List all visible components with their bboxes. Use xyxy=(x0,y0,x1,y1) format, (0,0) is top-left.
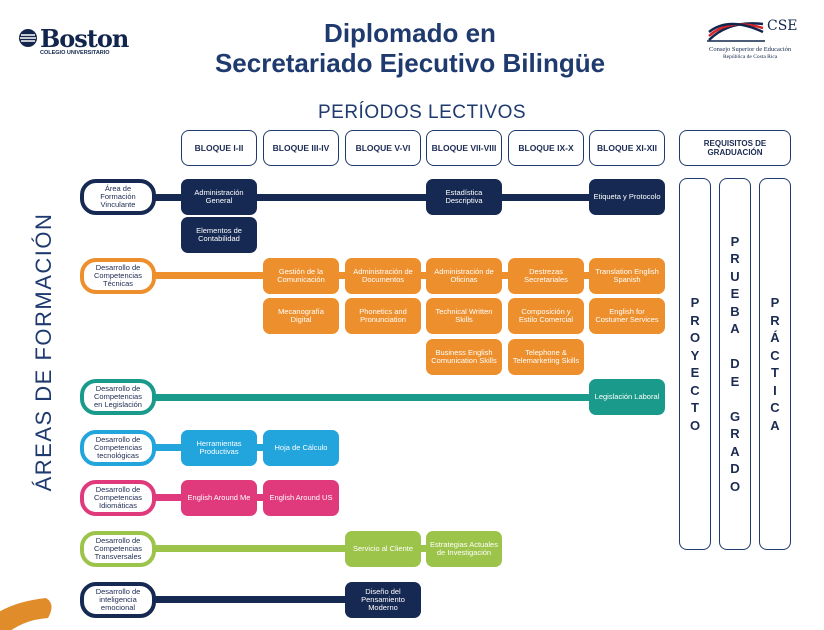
block-header: BLOQUE V-VI xyxy=(345,130,421,166)
requirement-letter: T xyxy=(691,400,699,415)
requirement-letter: E xyxy=(730,373,740,389)
area-label: Desarrollo de Competencias Idiomáticas xyxy=(80,480,156,516)
requirement-letter: A xyxy=(770,417,780,433)
block-header: BLOQUE IX-X xyxy=(508,130,584,166)
course-box: Diseño del Pensamiento Moderno xyxy=(345,582,421,618)
course-box: Technical Written Skills xyxy=(426,298,502,334)
block-header: BLOQUE I-II xyxy=(181,130,257,166)
area-line xyxy=(150,545,480,552)
requirement-letter: T xyxy=(771,365,779,380)
requirement-letter: D xyxy=(730,356,740,372)
course-box: Estrategias Actuales de Investigación xyxy=(426,531,502,567)
requirement-letter: C xyxy=(770,400,780,415)
requirement-letter: R xyxy=(690,312,700,328)
block-header: BLOQUE VII-VIII xyxy=(426,130,502,166)
course-box: Gestión de la Comunicación xyxy=(263,258,339,294)
course-box: Phonetics and Pronunciation xyxy=(345,298,421,334)
cse-logo-name: Consejo Superior de Educación xyxy=(709,46,792,53)
boston-logo-name: Boston xyxy=(40,24,129,53)
requirement-letter: C xyxy=(770,347,780,363)
requirement-letter: Y xyxy=(690,347,700,363)
cse-flag-icon xyxy=(707,22,765,42)
course-box: English Around US xyxy=(263,480,339,516)
course-box: Hoja de Cálculo xyxy=(263,430,339,466)
requirement-letter: R xyxy=(730,251,740,267)
course-box: Legislación Laboral xyxy=(589,379,665,415)
area-line xyxy=(150,596,400,603)
course-box: Etiqueta y Protocolo xyxy=(589,179,665,215)
boston-logo: Boston COLEGIO UNIVERSITARIO xyxy=(18,24,129,60)
decorative-swoosh xyxy=(0,598,52,630)
requirement-letter: A xyxy=(730,443,740,459)
course-box: Telephone & Telemarketing Skills xyxy=(508,339,584,375)
requirement-letter: P xyxy=(770,295,780,310)
course-box: English for Costumer Services xyxy=(589,298,665,334)
requirement-letter: R xyxy=(770,312,780,328)
course-box: English Around Me xyxy=(181,480,257,516)
requirements-header: REQUISITOS DE GRADUACIÓN xyxy=(679,130,791,166)
requirement-letter: O xyxy=(729,478,741,494)
requirement-letter: B xyxy=(730,303,740,319)
area-label: Desarrollo de Competencias Técnicas xyxy=(80,258,156,294)
cse-logo-mark: CSE xyxy=(767,18,798,34)
requirement-letter: I xyxy=(773,382,777,398)
block-header: BLOQUE III-IV xyxy=(263,130,339,166)
course-box: Elementos de Contabilidad xyxy=(181,217,257,253)
course-box: Estadística Descriptiva xyxy=(426,179,502,215)
course-box: Herramientas Productivas xyxy=(181,430,257,466)
title-line-2: Secretariado Ejecutivo Bilingüe xyxy=(214,48,606,78)
course-box: Administración General xyxy=(181,179,257,215)
requirement-letter: D xyxy=(730,461,740,477)
areas-label: ÁREAS DE FORMACIÓN xyxy=(31,212,56,492)
area-label: Área de Formación Vinculante xyxy=(80,179,156,215)
course-box: Composición y Estilo Comercial xyxy=(508,298,584,334)
boston-logo-subtitle: COLEGIO UNIVERSITARIO xyxy=(40,50,110,56)
title-line-1: Diplomado en xyxy=(324,18,496,48)
course-box: Destrezas Secretariales xyxy=(508,258,584,294)
course-box: Administración de Documentos xyxy=(345,258,421,294)
requirement-letter: E xyxy=(730,286,740,302)
block-header: BLOQUE XI-XII xyxy=(589,130,665,166)
course-box: Mecanografía Digital xyxy=(263,298,339,334)
boston-logo-icon xyxy=(19,29,37,47)
requirement-letter: E xyxy=(690,365,700,380)
requirement-letter: U xyxy=(730,268,740,284)
course-box: Administración de Oficinas xyxy=(426,258,502,294)
requirement-letter: O xyxy=(689,330,701,345)
periods-label: PERÍODOS LECTIVOS xyxy=(317,102,527,123)
area-line xyxy=(150,394,652,401)
area-line xyxy=(150,194,652,201)
area-label: Desarrollo de inteligencia emocional xyxy=(80,582,156,618)
cse-logo: CSE Consejo Superior de Educación Repúbl… xyxy=(705,18,815,68)
page-title: Diplomado en Secretariado Ejecutivo Bili… xyxy=(160,18,660,78)
requirement-letter: A xyxy=(730,321,740,337)
course-box: Translation English Spanish xyxy=(589,258,665,294)
requirement-letter: Á xyxy=(770,330,780,345)
requirement-letter: R xyxy=(730,426,740,442)
course-box: Servicio al Cliente xyxy=(345,531,421,567)
area-label: Desarrollo de Competencias tecnológicas xyxy=(80,430,156,466)
requirement-letter: P xyxy=(730,233,740,249)
requirement-letter: G xyxy=(729,408,741,424)
area-label: Desarrollo de Competencias en Legislació… xyxy=(80,379,156,415)
requirement-letter: O xyxy=(689,417,701,433)
course-box: Business English Comunication Skills xyxy=(426,339,502,375)
area-label: Desarrollo de Competencias Transversales xyxy=(80,531,156,567)
cse-logo-country: República de Costa Rica xyxy=(723,54,778,60)
requirement-letter: P xyxy=(690,295,700,310)
requirement-letter: C xyxy=(690,382,700,398)
